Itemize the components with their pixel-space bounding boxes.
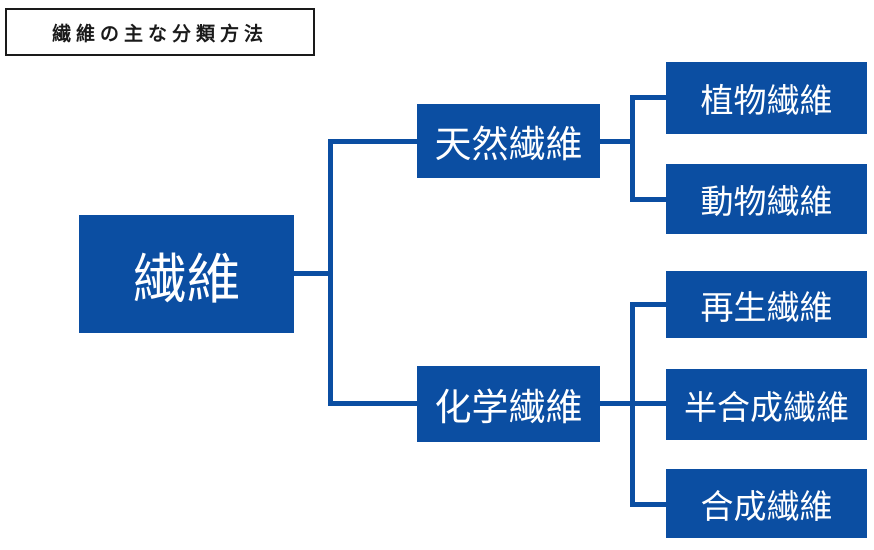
connector-root-vertical <box>328 139 333 406</box>
node-chemical-fiber: 化学繊維 <box>417 366 600 442</box>
node-synthetic-fiber: 合成繊維 <box>666 469 867 538</box>
node-chemical-fiber-label: 化学繊維 <box>434 386 583 429</box>
node-synthetic-fiber-label: 合成繊維 <box>700 486 833 526</box>
node-natural-fiber-label: 天然繊維 <box>434 123 583 166</box>
connector-root-stub <box>294 271 330 276</box>
connector-to-regenerated-fiber <box>630 302 666 307</box>
connector-to-synthetic-fiber <box>630 502 666 507</box>
diagram-title: 繊維の主な分類方法 <box>51 23 268 45</box>
node-fiber-label: 繊維 <box>132 247 241 311</box>
node-animal-fiber-label: 動物繊維 <box>700 182 833 221</box>
connector-to-chemical-fiber <box>328 401 417 406</box>
node-fiber: 繊維 <box>79 215 294 333</box>
node-plant-fiber: 植物繊維 <box>666 62 867 134</box>
connector-natural-vertical <box>630 95 635 202</box>
node-semi-synthetic-fiber: 半合成繊維 <box>666 369 867 440</box>
diagram-title-box: 繊維の主な分類方法 <box>5 8 315 56</box>
node-natural-fiber: 天然繊維 <box>417 104 600 178</box>
connector-to-plant-fiber <box>630 95 666 100</box>
connector-to-animal-fiber <box>630 197 666 202</box>
connector-natural-stub <box>600 139 635 144</box>
node-semi-synthetic-fiber-label: 半合成繊維 <box>684 387 849 427</box>
node-plant-fiber-label: 植物繊維 <box>700 81 833 120</box>
node-regenerated-fiber-label: 再生繊維 <box>700 287 833 327</box>
connector-to-semi-synthetic-fiber <box>600 401 666 406</box>
connector-to-natural-fiber <box>328 139 417 144</box>
node-regenerated-fiber: 再生繊維 <box>666 271 867 338</box>
node-animal-fiber: 動物繊維 <box>666 164 867 234</box>
